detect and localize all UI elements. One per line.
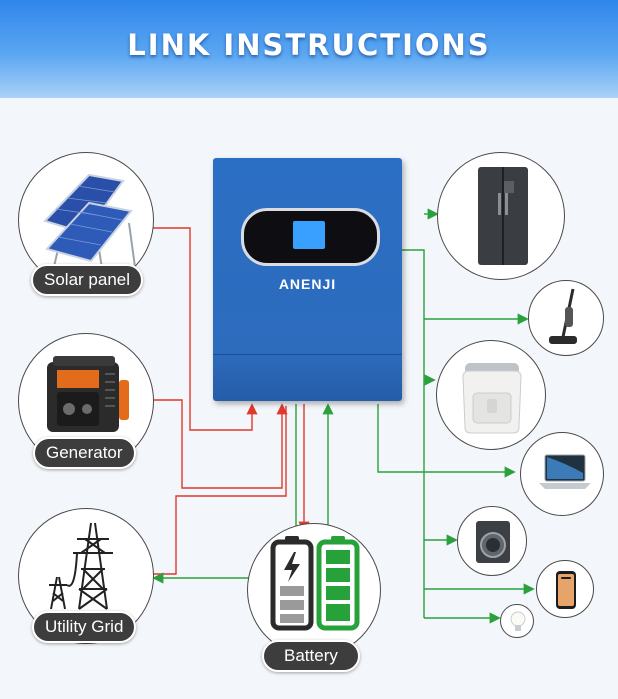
solar-panel-icon	[43, 173, 136, 276]
output-lines	[152, 208, 535, 624]
vacuum-circle	[528, 280, 604, 356]
inverter-display	[241, 208, 380, 266]
air-fryer-icon	[462, 363, 522, 434]
battery-icon	[270, 536, 360, 631]
battery-circle	[247, 523, 381, 657]
laptop-icon	[539, 454, 591, 489]
smartphone-circle	[536, 560, 594, 618]
light-bulb-icon	[510, 611, 526, 631]
power-tower-icon	[49, 522, 113, 610]
page-title: LINK INSTRUCTIONS	[127, 28, 491, 62]
utility-grid-label: Utility Grid	[32, 611, 137, 643]
header-banner: LINK INSTRUCTIONS	[0, 0, 618, 98]
refrigerator-circle	[437, 152, 565, 280]
smartphone-icon	[556, 571, 576, 609]
inverter-unit: ANENJI	[213, 158, 402, 401]
laptop-circle	[520, 432, 604, 516]
solar-panel-label: Solar panel	[31, 264, 144, 296]
washing-machine-icon	[476, 521, 510, 563]
generator-icon	[47, 356, 129, 432]
vacuum-cleaner-icon	[549, 288, 577, 344]
refrigerator-icon	[478, 167, 528, 265]
inverter-panel-seam	[213, 354, 402, 355]
light-bulb-circle	[500, 604, 534, 638]
inverter-brand: ANENJI	[278, 276, 337, 292]
air-fryer-circle	[436, 340, 546, 450]
washing-machine-circle	[457, 506, 527, 576]
generator-label: Generator	[33, 437, 136, 469]
lcd-screen	[293, 221, 325, 249]
input-lines	[150, 227, 310, 575]
battery-label: Battery	[262, 640, 360, 672]
